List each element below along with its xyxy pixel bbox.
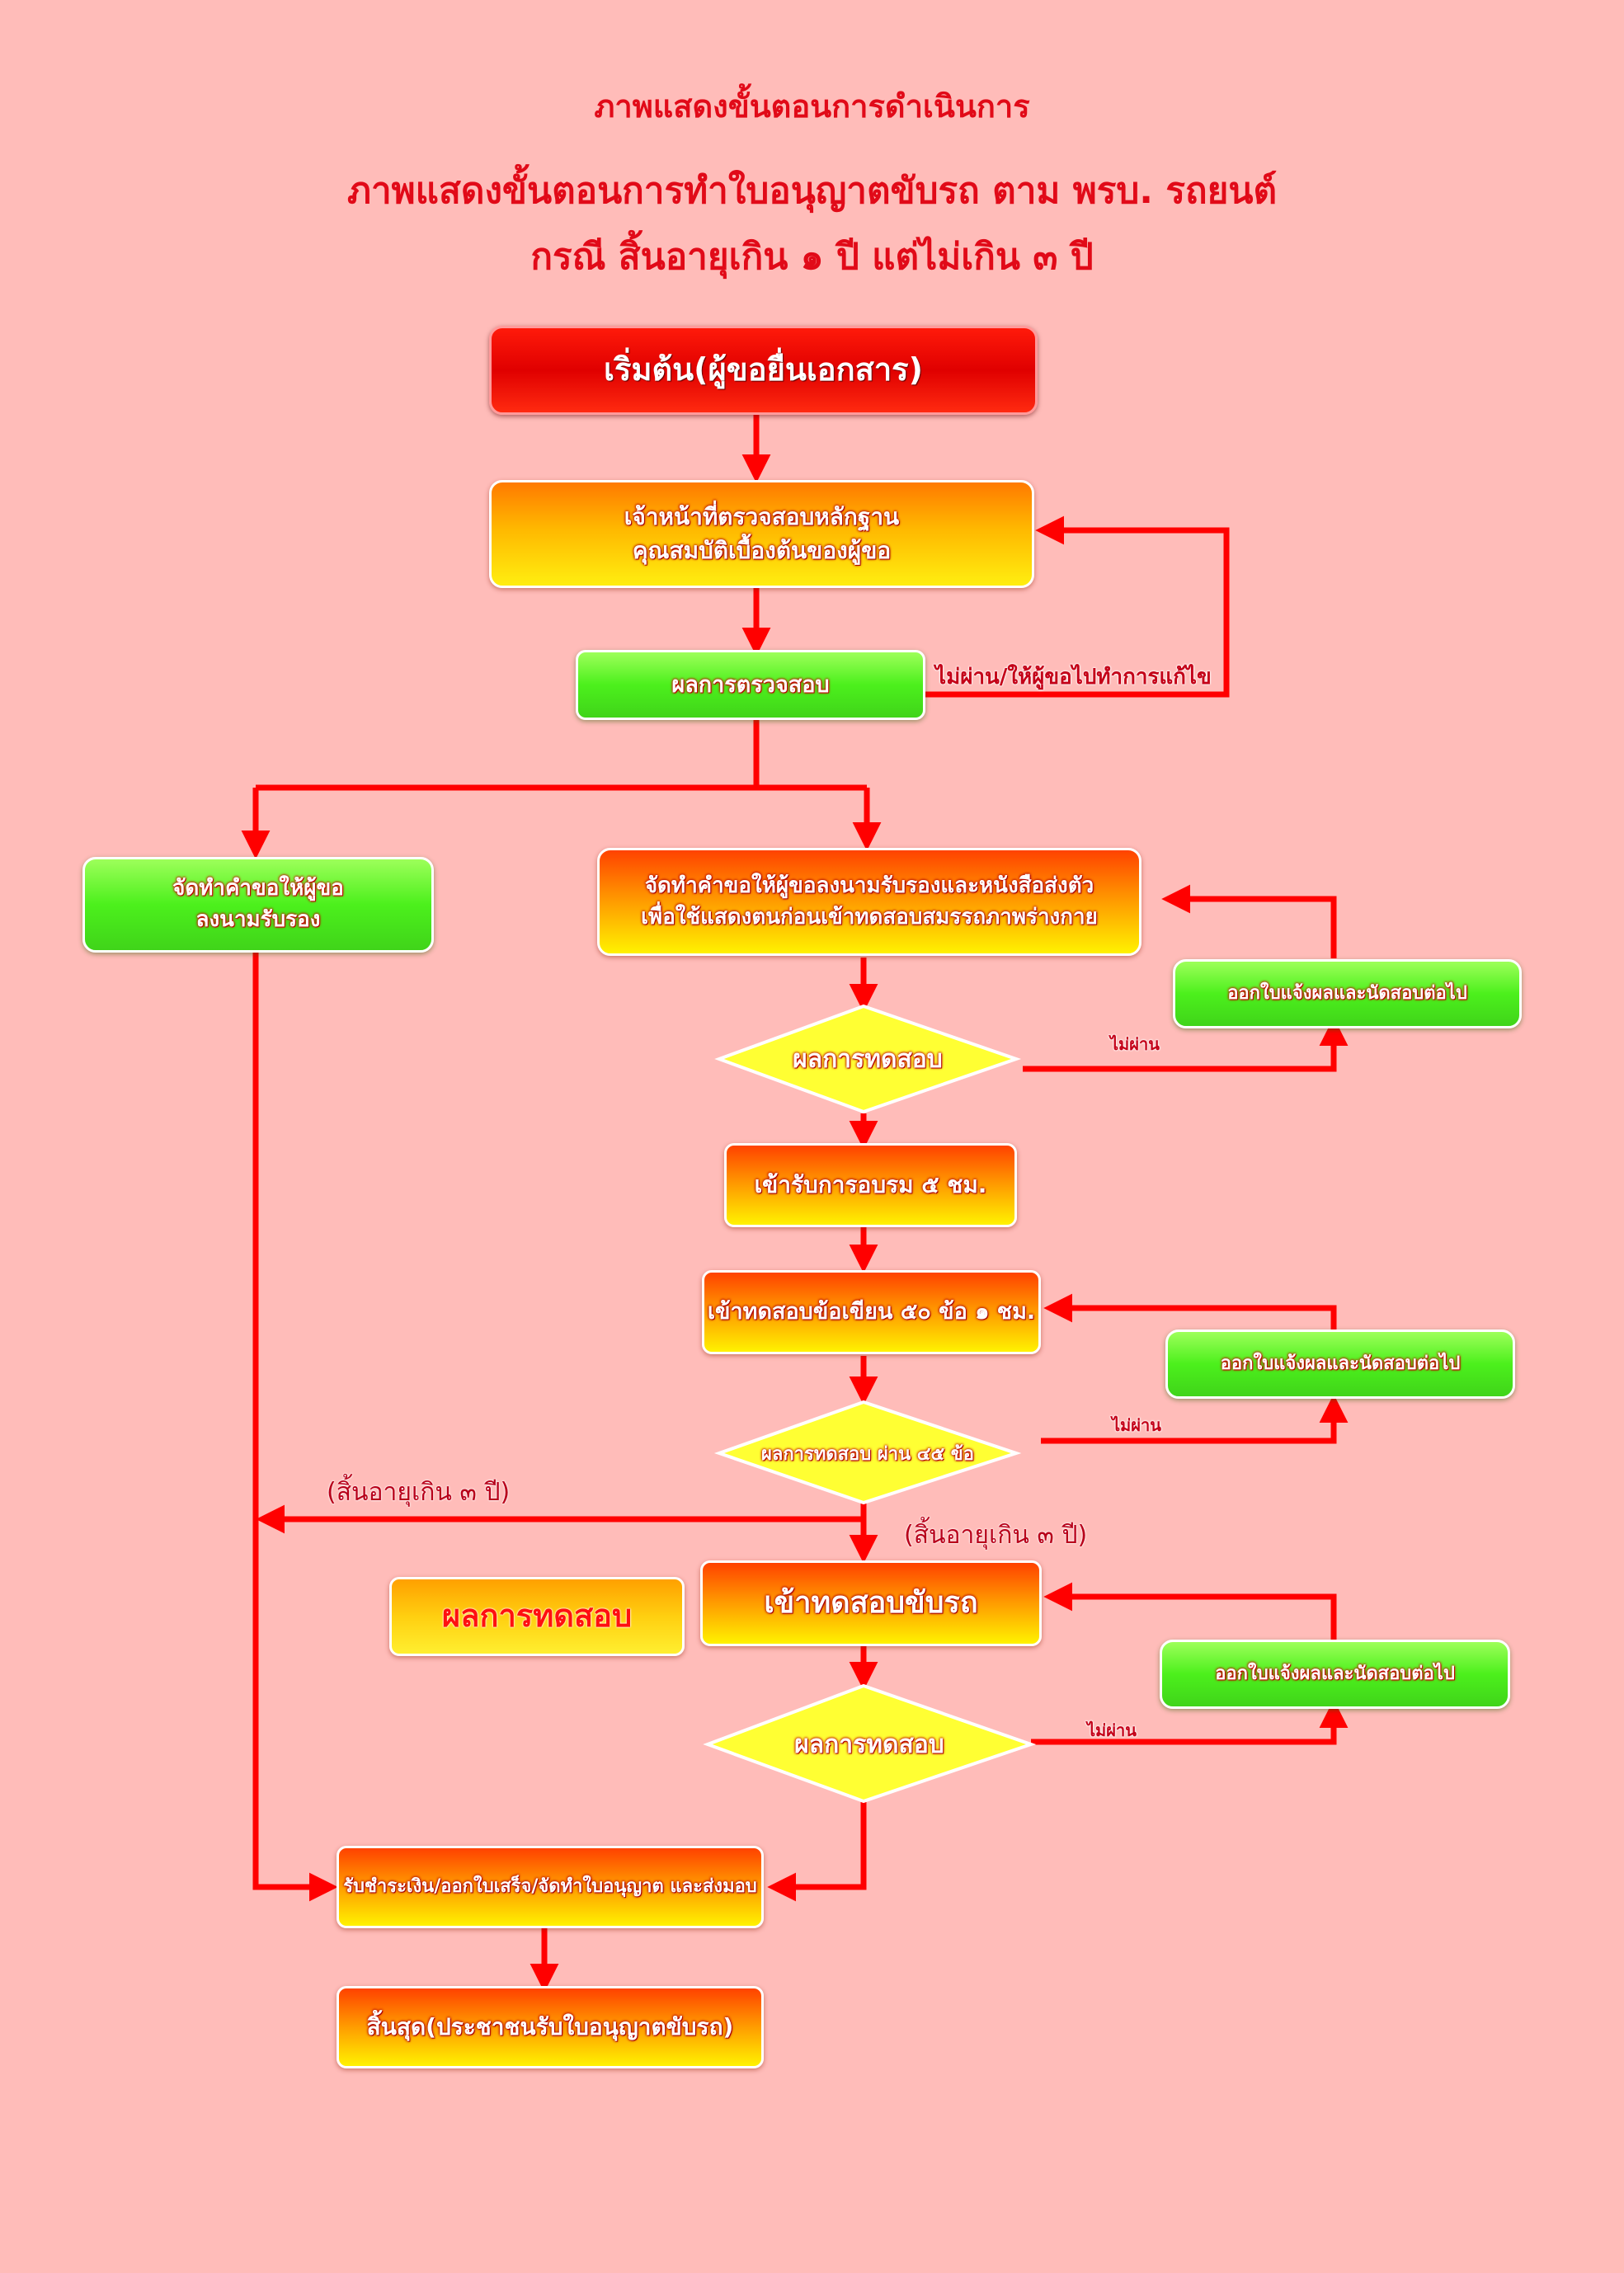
expired-label-left: (สิ้นอายุเกิน ๓ ปี) (327, 1478, 511, 1507)
notice-2-label: ออกใบแจ้งผลและนัดสอบต่อไป (1220, 1353, 1461, 1375)
arrow-notice3-to-driving (1043, 1582, 1337, 1640)
notice-box-1: ออกใบแจ้งผลและนัดสอบต่อไป (1173, 959, 1522, 1028)
notice-1-label: ออกใบแจ้งผลและนัดสอบต่อไป (1227, 983, 1467, 1005)
result-legend-box: ผลการทดสอบ (389, 1577, 685, 1656)
left-vertical-line (252, 951, 338, 1902)
check-label-line1: เจ้าหน้าที่ตรวจสอบหลักฐาน (624, 502, 900, 530)
arrow-diamond3-to-payment (767, 1798, 867, 1902)
arrow-diamond2-fail (1041, 1394, 1349, 1444)
arrow-notice1-to-cert (1161, 884, 1337, 958)
payment-label: รับชำระเงิน/ออกใบเสร็จ/จัดทำใบอนุญาต และ… (343, 1876, 757, 1898)
certify-box: จัดทำคำขอให้ผู้ขอลงนามรับรองและหนังสือส่… (597, 848, 1142, 956)
arrow-check-fail-loop (925, 515, 1230, 698)
left-request-line1: จัดทำคำขอให้ผู้ขอ (172, 876, 344, 901)
notice-box-2: ออกใบแจ้งผลและนัดสอบต่อไป (1165, 1329, 1515, 1399)
diamond-written-shape (713, 1400, 1022, 1505)
title-line-3: กรณี สิ้นอายุเกิน ๑ ปี แต่ไม่เกิน ๓ ปี (530, 236, 1094, 278)
diamond-physical-label: ผลการทดสอบ (793, 1044, 943, 1074)
diamond-written-label: ผลการทดสอบ ผ่าน ๔๕ ข้อ (760, 1443, 975, 1465)
title-line-1: ภาพแสดงขั้นตอนการดำเนินการ (594, 88, 1030, 125)
check-fail-label: ไม่ผ่าน/ให้ผู้ขอไปทำการแก้ไข (935, 665, 1212, 689)
payment-box: รับชำระเงิน/ออกใบเสร็จ/จัดทำใบอนุญาต และ… (337, 1846, 764, 1928)
check-result-label: ผลการตรวจสอบ (671, 671, 830, 698)
training-box: เข้ารับการอบรม ๕ ชม. (724, 1143, 1017, 1227)
end-label: สิ้นสุด(ประชาชนรับใบอนุญาตขับรถ) (366, 2012, 734, 2040)
check-box: เจ้าหน้าที่ตรวจสอบหลักฐาน คุณสมบัติเบื้อ… (489, 480, 1034, 588)
arrow-notice2-to-written (1043, 1293, 1337, 1329)
written-test-label: เข้าทดสอบข้อเขียน ๕๐ ข้อ ๑ ชม. (707, 1299, 1036, 1325)
written-test-box: เข้าทดสอบข้อเขียน ๕๐ ข้อ ๑ ชม. (702, 1270, 1041, 1354)
check-result-box: ผลการตรวจสอบ (576, 650, 925, 720)
fail-label-2: ไม่ผ่าน (1112, 1415, 1161, 1435)
certify-line2: เพื่อใช้แสดงตนก่อนเข้าทดสอบสมรรถภาพร่างก… (641, 904, 1098, 929)
arrow-diamond1-fail (1023, 1017, 1349, 1072)
end-box: สิ้นสุด(ประชาชนรับใบอนุญาตขับรถ) (337, 1986, 764, 2068)
left-request-line2: ลงนามรับรอง (195, 907, 321, 932)
diamond-physical-shape (714, 1004, 1022, 1114)
start-box: เริ่มต้น(ผู้ขอยื่นเอกสาร) (489, 326, 1038, 415)
result-legend-label: ผลการทดสอบ (441, 1598, 633, 1635)
training-label: เข้ารับการอบรม ๕ ชม. (754, 1170, 987, 1198)
certify-line1: จัดทำคำขอให้ผู้ขอลงนามรับรองและหนังสือส่… (644, 873, 1094, 898)
fail-label-1: ไม่ผ่าน (1110, 1034, 1160, 1054)
left-request-box: จัดทำคำขอให้ผู้ขอ ลงนามรับรอง (82, 857, 434, 953)
driving-test-box: เข้าทดสอบขับรถ (700, 1560, 1042, 1646)
driving-test-label: เข้าทดสอบขับรถ (764, 1585, 978, 1620)
check-label-line2: คุณสมบัติเบื้องต้นของผู้ขอ (632, 536, 892, 564)
diamond-driving-shape (703, 1683, 1037, 1804)
title-line-2: ภาพแสดงขั้นตอนการทำใบอนุญาตขับรถ ตาม พรบ… (346, 170, 1278, 212)
notice-3-label: ออกใบแจ้งผลและนัดสอบต่อไป (1215, 1664, 1455, 1685)
start-label: เริ่มต้น(ผู้ขอยื่นเอกสาร) (604, 351, 923, 388)
fail-label-3: ไม่ผ่าน (1087, 1720, 1137, 1740)
expired-label-right: (สิ้นอายุเกิน ๓ ปี) (904, 1521, 1088, 1550)
notice-box-3: ออกใบแจ้งผลและนัดสอบต่อไป (1160, 1640, 1510, 1709)
arrow-diamond3-fail (1031, 1699, 1349, 1745)
diamond-driving-label: ผลการทดสอบ (794, 1729, 944, 1759)
